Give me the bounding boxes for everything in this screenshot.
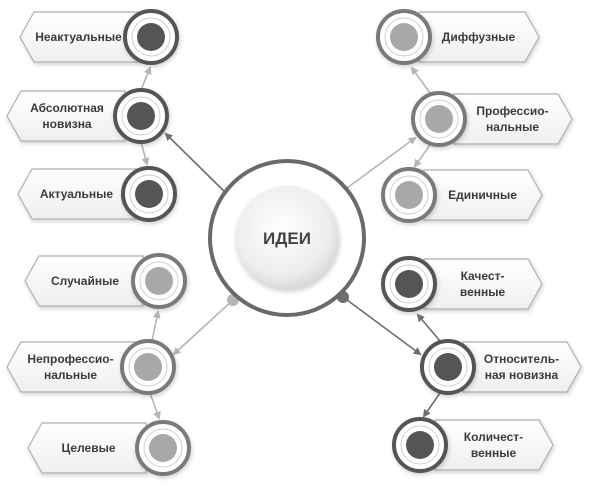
idea-node: Актуальные [17,166,177,222]
idea-node: Единичные [381,167,543,223]
idea-tag [453,93,573,145]
idea-dot [149,434,177,462]
idea-node: Неактуальные [19,9,179,65]
idea-node: Случайные [24,253,187,309]
center-inner-circle [235,186,339,290]
idea-tag [434,419,554,471]
idea-dot [137,23,165,51]
idea-node: Относитель-ная новизна [420,339,582,395]
idea-node: Диффузные [376,9,540,65]
idea-label: Целевые [61,441,115,455]
connector-center-to-nonprofessional [172,299,234,356]
center-node: ИДЕИ [208,159,366,317]
center-label: ИДЕИ [263,229,311,248]
connector-absolute-to-actual [140,141,150,166]
idea-dot [395,270,423,298]
idea-tag [6,90,126,142]
idea-dot [135,180,163,208]
connector-relative-to-qualitative [416,313,441,342]
idea-label: Относитель- [484,352,559,366]
idea-tag [423,258,543,310]
idea-label: нальные [44,368,97,382]
idea-label: Непрофессио- [27,352,113,366]
idea-node: Количест-венные [392,417,554,473]
idea-dot [134,353,162,381]
connector-center-to-relative [342,296,422,356]
idea-node: Качест-венные [381,256,543,312]
idea-label: венные [460,285,506,299]
idea-node: Непрофессио-нальные [6,339,176,395]
idea-label: Абсолютная [30,101,104,115]
connector-center-to-absolute [164,132,231,198]
idea-label: ная новизна [485,368,559,382]
idea-label: венные [471,446,517,460]
idea-node: Абсолютная новизна [6,88,169,144]
idea-tag [6,341,136,393]
connector-center-to-professional [342,136,417,192]
idea-dot [127,102,155,130]
idea-dot [406,431,434,459]
idea-label: Качест- [461,269,505,283]
connector-nonprofessional-to-targeted [149,392,161,420]
idea-label: нальные [486,120,539,134]
connector-absolute-to-nonactual [140,66,152,91]
idea-label: Профессио- [476,104,548,118]
idea-dot [145,267,173,295]
connector-relative-to-quantitative [422,392,441,418]
idea-label: Количест- [464,430,523,444]
idea-label: Диффузные [442,30,516,44]
idea-node: Целевые [27,420,191,476]
idea-label: Единичные [448,188,517,202]
idea-tag [462,341,582,393]
idea-dot [425,105,453,133]
idea-dot [395,181,423,209]
idea-label: Актуальные [40,187,114,201]
idea-dot [434,353,462,381]
idea-label: новизна [42,117,92,131]
idea-label: Случайные [51,274,119,288]
idea-node: Профессио-нальные [411,91,573,147]
idea-dot [390,23,418,51]
idea-label: Неактуальные [35,30,122,44]
connector-nonprofessional-to-random [151,310,161,342]
connector-professional-to-diffuse [410,66,431,94]
connector-professional-to-single [413,144,431,168]
